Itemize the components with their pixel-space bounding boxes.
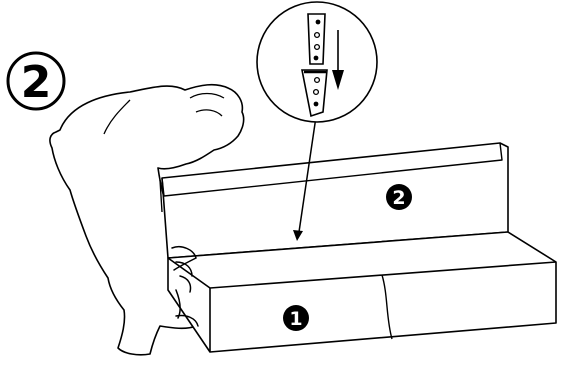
- part-2-label: 2: [392, 187, 405, 209]
- detail-leader-arrow: [293, 109, 318, 241]
- sofa-seat: [167, 231, 557, 353]
- detail-callout: [256, 1, 378, 123]
- step-badge: 2: [6, 51, 66, 111]
- sofa-backrest: [159, 142, 509, 259]
- part-1-label: 1: [289, 308, 302, 330]
- bracket-lower-icon: [301, 69, 328, 118]
- part-2-badge: 2: [386, 184, 412, 210]
- step-number: 2: [21, 57, 52, 108]
- person-hands: [171, 246, 199, 327]
- insert-down-arrow-icon: [332, 30, 344, 90]
- part-1-badge: 1: [283, 305, 309, 331]
- person-head-detail: [103, 92, 225, 135]
- bracket-upper-icon: [307, 13, 326, 65]
